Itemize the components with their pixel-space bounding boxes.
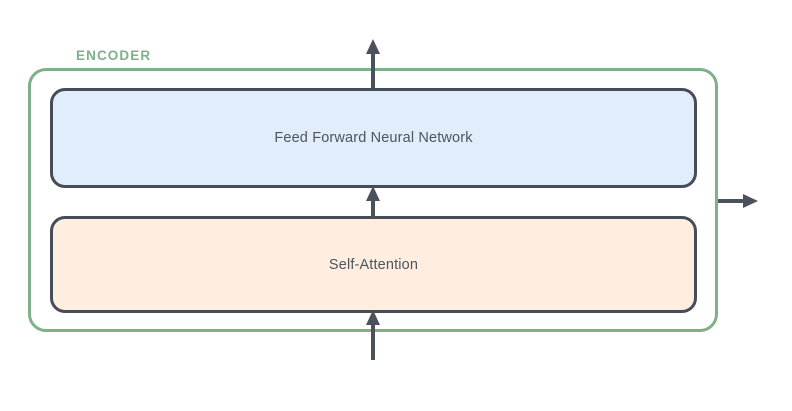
block-feed-forward-neural-network[interactable]: Feed Forward Neural Network xyxy=(50,88,697,188)
block-self-attention[interactable]: Self-Attention xyxy=(50,216,697,313)
output-arrow-top-icon xyxy=(366,39,380,88)
input-arrow-icon xyxy=(366,310,380,360)
block-label-self-attention: Self-Attention xyxy=(328,256,419,273)
encoder-label: ENCODER xyxy=(76,48,152,63)
block-label-feed-forward-neural-network: Feed Forward Neural Network xyxy=(274,130,473,146)
self-attention-to-ffnn-arrow-icon xyxy=(366,186,380,218)
output-arrow-right-icon xyxy=(718,194,758,208)
